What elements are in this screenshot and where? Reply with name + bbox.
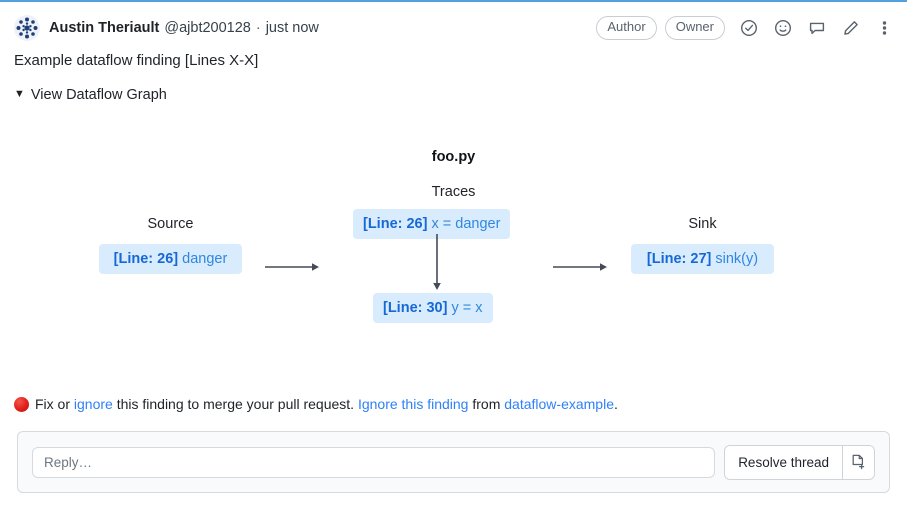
view-dataflow-graph-toggle[interactable]: ▼ View Dataflow Graph [0,73,181,103]
node-code: y = x [451,299,483,316]
badge-owner: Owner [664,16,725,40]
node-line-number: [Line: 26] [113,250,179,267]
arrow-trace1-to-trace2 [431,233,443,290]
comment-header: Austin Theriault @ajbt200128 · just now … [0,2,907,44]
file-add-icon-button[interactable] [842,445,874,479]
arrow-source-to-trace [265,261,319,273]
comment-quote-icon[interactable] [807,18,827,38]
comment-body-text: Example dataflow finding [Lines X-X] [14,52,259,69]
dataflow-example-link[interactable]: dataflow-example [504,396,614,412]
chevron-down-icon: ▼ [14,88,25,100]
graph-node-sink[interactable]: [Line: 27] sink(y) [631,243,774,274]
badge-author: Author [596,16,657,40]
check-circle-icon[interactable] [739,18,759,38]
timestamp: just now [265,20,319,36]
dataflow-graph: foo.py Traces Source Sink [Line: 26] dan… [0,109,907,369]
header-separator: · [255,20,261,36]
notice-text-3: from [468,396,505,412]
graph-sink-label: Sink [688,215,717,232]
ignore-this-finding-link[interactable]: Ignore this finding [357,396,469,412]
graph-node-source[interactable]: [Line: 26] danger [99,243,242,274]
view-dataflow-graph-label: View Dataflow Graph [30,86,167,103]
resolve-thread-button[interactable]: Resolve thread [725,445,842,479]
graph-node-trace-2[interactable]: [Line: 30] y = x [373,292,493,323]
reply-bar: Resolve thread [17,431,890,493]
red-circle-status-icon [14,397,29,412]
smiley-reaction-icon[interactable] [773,18,793,38]
kebab-menu-icon[interactable] [877,18,891,38]
notice-text-1: Fix or [35,396,74,412]
graph-traces-label: Traces [431,183,476,200]
graph-file-title: foo.py [431,148,476,165]
node-line-number: [Line: 27] [646,250,712,267]
pencil-edit-icon[interactable] [841,18,861,38]
reply-actions: Resolve thread [724,444,875,480]
finding-notice: Fix or ignore this finding to merge your… [0,394,632,415]
graph-source-label: Source [147,215,194,232]
notice-text-2: this finding to merge your pull request. [112,396,358,412]
node-code: sink(y) [715,250,759,267]
author-handle[interactable]: @ajbt200128 [164,20,251,36]
author-name[interactable]: Austin Theriault [49,20,160,36]
graph-node-trace-1[interactable]: [Line: 26] x = danger [353,208,511,239]
arrow-trace-to-sink [553,261,607,273]
file-add-icon [851,454,866,470]
node-code: danger [182,250,228,267]
node-line-number: [Line: 26] [363,215,428,232]
ignore-link[interactable]: ignore [73,396,113,412]
notice-text-4: . [614,396,618,412]
reply-input[interactable] [32,446,716,478]
node-line-number: [Line: 30] [383,299,448,316]
avatar[interactable] [14,15,40,41]
node-code: x = danger [431,215,501,232]
